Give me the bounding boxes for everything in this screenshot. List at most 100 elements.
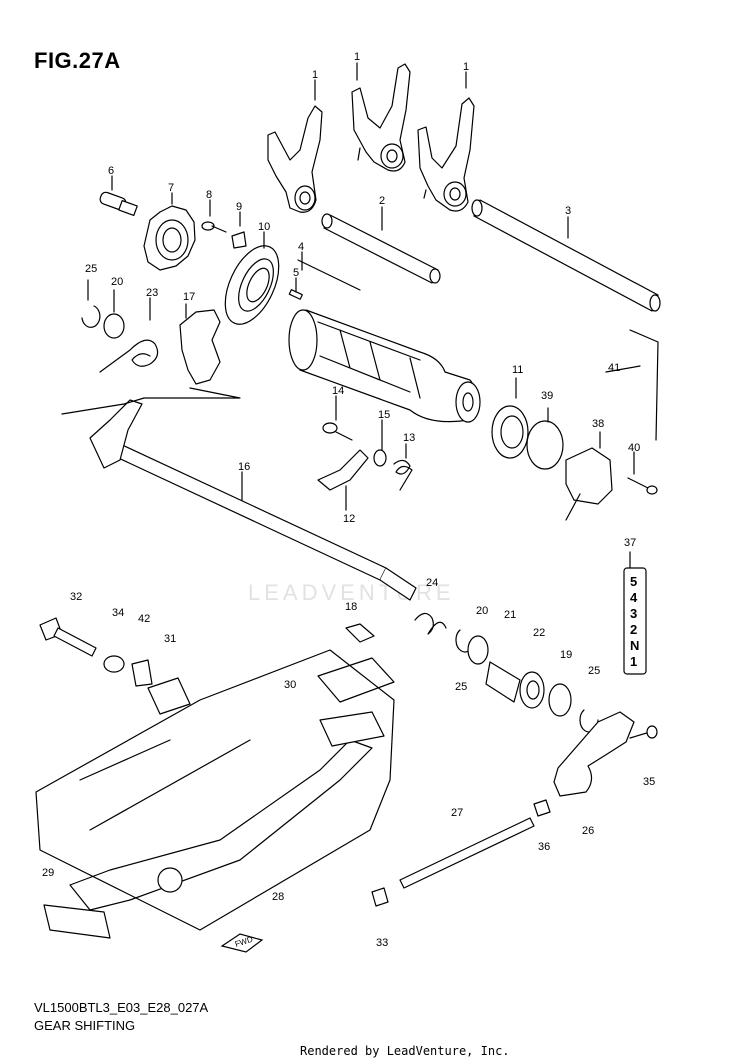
- callout-16: 16: [238, 461, 250, 473]
- cover-42: [131, 659, 153, 687]
- washer-15: [373, 449, 387, 467]
- callout-10: 10: [258, 221, 270, 233]
- callout-23: 23: [146, 287, 158, 299]
- bolt-14: [322, 422, 353, 441]
- nut-33: [371, 887, 389, 907]
- gear-position-switch-38: [565, 447, 613, 521]
- callout-17: 17: [183, 291, 195, 303]
- washer-34: [103, 655, 125, 673]
- washer-19: [548, 683, 572, 717]
- diagram-code: VL1500BTL3_E03_E28_027A: [34, 1000, 209, 1015]
- cap-18: [345, 623, 375, 643]
- callout-18: 18: [345, 601, 357, 613]
- callout-21: 21: [504, 609, 516, 621]
- callout-6: 6: [108, 165, 114, 177]
- callout-28: 28: [272, 891, 284, 903]
- shift-fork-1a: [267, 105, 323, 213]
- spring-13: [393, 459, 413, 491]
- screw-9: [201, 221, 227, 233]
- callout-7: 7: [168, 182, 174, 194]
- figure-title: FIG.27A: [34, 48, 121, 73]
- gear-digit-4: 4: [630, 590, 638, 605]
- bush-31: [147, 677, 191, 715]
- callout-37: 37: [624, 537, 636, 549]
- washer-20-lower: [467, 635, 489, 665]
- pin-5: [288, 289, 303, 300]
- callout-14: 14: [332, 385, 344, 397]
- callout-33: 33: [376, 937, 388, 949]
- rubber-29: [43, 904, 111, 939]
- gear-digit-3: 3: [630, 606, 637, 621]
- cam-stopper-17: [179, 309, 221, 385]
- callout-11: 11: [512, 364, 523, 376]
- watermark-text: LEADVENTURE: [248, 580, 455, 605]
- callout-1: 1: [312, 69, 318, 81]
- callout-13: 13: [403, 432, 415, 444]
- callout-35: 35: [643, 776, 655, 788]
- gear-digit-N: N: [630, 638, 639, 653]
- o-ring-39: [526, 420, 564, 470]
- cam-driven-gear-7: [143, 205, 196, 271]
- callout-15: 15: [378, 409, 390, 421]
- callout-40: 40: [628, 442, 640, 454]
- spring-23: [99, 339, 159, 373]
- circlip-25-upper: [81, 305, 101, 328]
- callout-12: 12: [343, 513, 355, 525]
- bolt-40: [627, 477, 658, 495]
- oil-seal-22: [519, 671, 545, 709]
- callout-26: 26: [582, 825, 594, 837]
- callout-19: 19: [560, 649, 572, 661]
- stopper-arm-12: [317, 449, 369, 491]
- gear-digit-1: 1: [630, 654, 637, 669]
- bolt-35: [629, 725, 658, 739]
- callout-30: 30: [284, 679, 296, 691]
- callout-29: 29: [42, 867, 54, 879]
- callout-39: 39: [541, 390, 553, 402]
- callout-27: 27: [451, 807, 463, 819]
- lead-wire-41: [629, 329, 659, 441]
- callout-1: 1: [463, 61, 469, 73]
- bearing-21: [485, 661, 521, 703]
- callout-5: 5: [293, 267, 299, 279]
- callout-9: 9: [236, 201, 242, 213]
- cam-driven-pin-6: [99, 191, 138, 217]
- credit-line: Rendered by LeadVenture, Inc.: [300, 1044, 510, 1058]
- gear-digit-5: 5: [630, 574, 637, 589]
- link-rod-27: [399, 817, 535, 889]
- gear-indicator-plate-37: [623, 567, 647, 675]
- callout-31: 31: [164, 633, 176, 645]
- callout-4: 4: [298, 241, 304, 253]
- fork-shaft-3: [471, 199, 661, 312]
- callout-42: 42: [138, 613, 150, 625]
- callout-24: 24: [426, 577, 438, 589]
- callout-20: 20: [476, 605, 488, 617]
- bearing-11: [491, 405, 529, 459]
- callout-38: 38: [592, 418, 604, 430]
- callout-32: 32: [70, 591, 82, 603]
- bolt-32: [39, 617, 97, 657]
- callout-20: 20: [111, 276, 123, 288]
- callout-25: 25: [588, 665, 600, 677]
- gearshift-lever-28: [69, 739, 373, 911]
- bearing-10: [224, 245, 280, 325]
- washer-20-upper: [103, 313, 125, 339]
- diagram-name: GEAR SHIFTING: [34, 1018, 136, 1033]
- gearshift-shaft-16: [89, 399, 417, 601]
- fork-shaft-2: [321, 213, 441, 284]
- callout-41: 41: [608, 362, 620, 374]
- callout-34: 34: [112, 607, 124, 619]
- callout-25: 25: [455, 681, 467, 693]
- callout-8: 8: [206, 189, 212, 201]
- callout-3: 3: [565, 205, 571, 217]
- nut-36: [533, 799, 551, 817]
- shift-fork-1b: [351, 63, 411, 172]
- gearshift-cam-drum-4: [288, 309, 481, 423]
- gear-digit-2: 2: [630, 622, 637, 637]
- gearshift-arm-26: [553, 711, 635, 797]
- callout-22: 22: [533, 627, 545, 639]
- callout-25: 25: [85, 263, 97, 275]
- plate-8: [231, 231, 247, 249]
